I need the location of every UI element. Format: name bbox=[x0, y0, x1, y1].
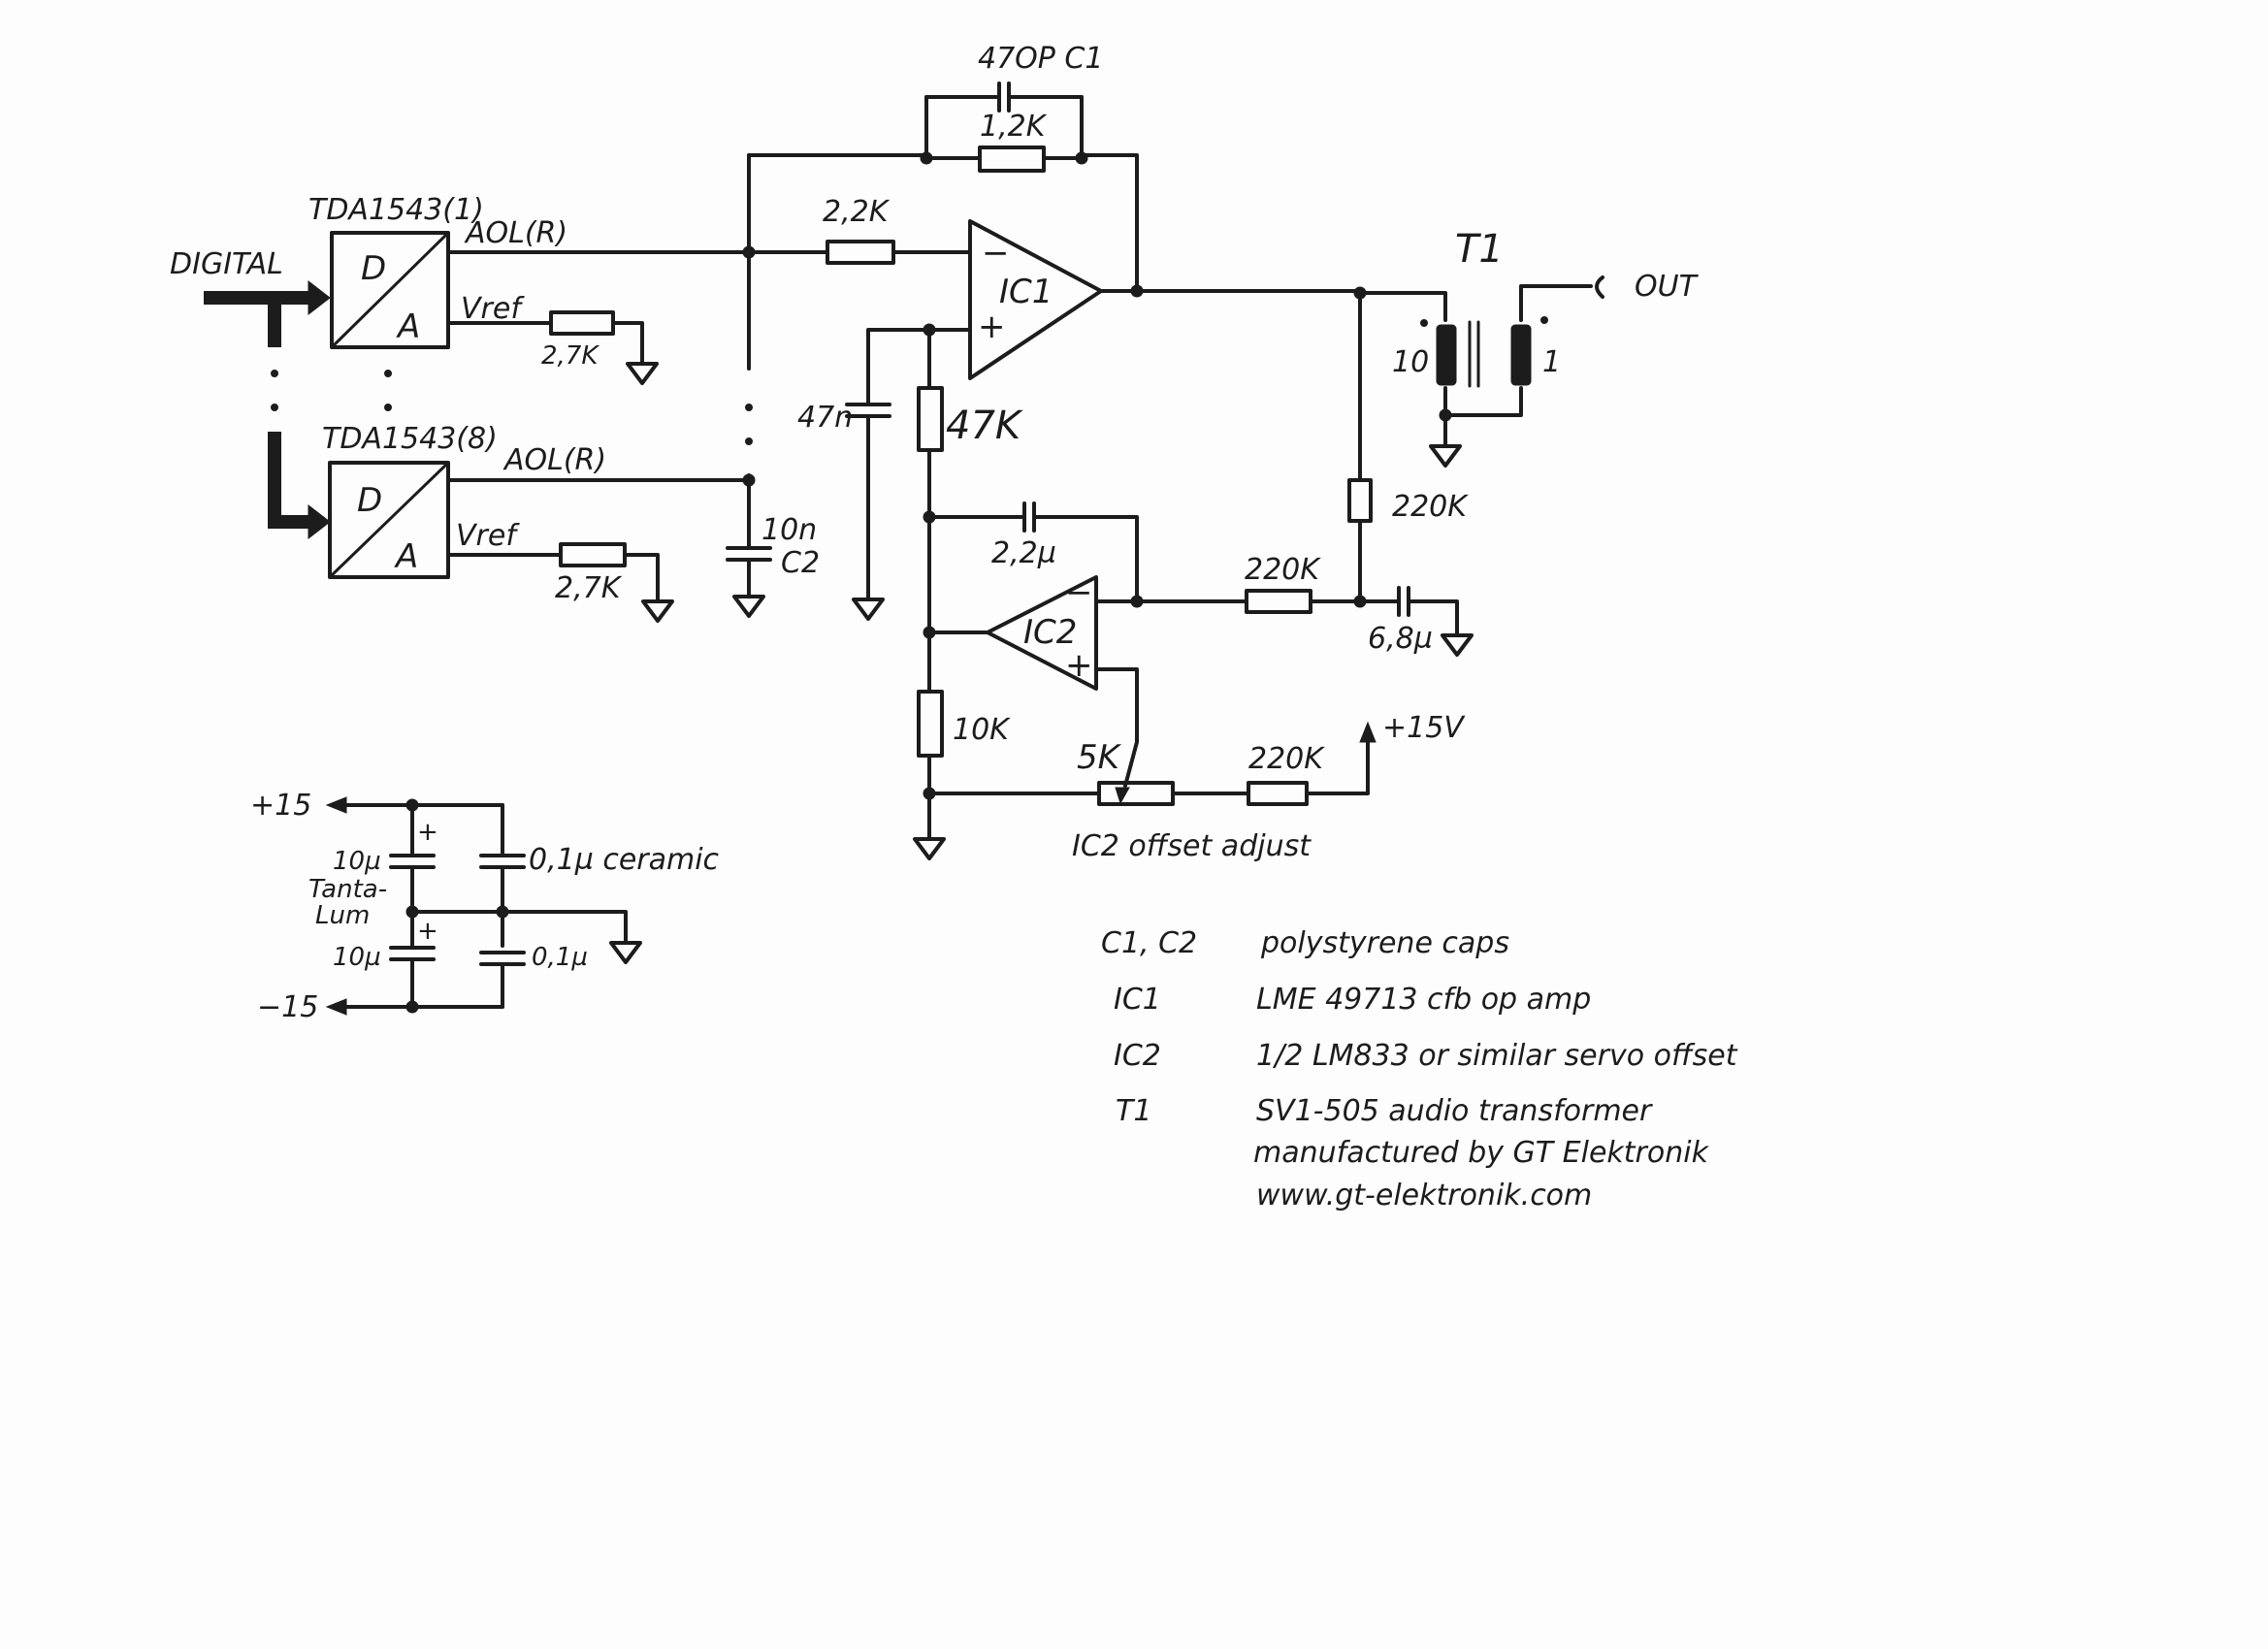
dac-2-vref-resistor-label: 2,7K bbox=[555, 571, 623, 605]
output-resistor-label: 220K bbox=[1392, 490, 1469, 524]
ic1-minus-label: − bbox=[982, 234, 1010, 273]
supply-positive-label: +15 bbox=[250, 789, 311, 823]
tantalum-bottom-polarity: + bbox=[417, 917, 438, 946]
tantalum-name-2: Lum bbox=[315, 901, 370, 930]
tantalum-top-polarity: + bbox=[417, 818, 438, 847]
parts-ref-3: IC2 bbox=[1114, 1039, 1161, 1073]
dac-1-vref-label: Vref bbox=[461, 292, 525, 326]
parts-ref-2: IC1 bbox=[1114, 983, 1161, 1017]
servo-resistor-label: 220K bbox=[1245, 553, 1321, 587]
ground-10k bbox=[913, 827, 946, 860]
parts-ref-1: C1, C2 bbox=[1101, 926, 1197, 960]
tantalum-bottom-value: 10µ bbox=[333, 943, 381, 972]
maker-line-2: www.gt-elektronik.com bbox=[1256, 1179, 1592, 1212]
feedback-resistor-1k2 bbox=[978, 146, 1046, 173]
dac-2-label: TDA1543(8) bbox=[322, 422, 498, 456]
parts-desc-4: SV1-505 audio transformer bbox=[1256, 1094, 1653, 1128]
ic2-opamp bbox=[986, 575, 1098, 691]
ic1-label: IC1 bbox=[999, 273, 1053, 311]
ground-supply bbox=[609, 941, 642, 964]
digital-bus bbox=[204, 279, 331, 540]
parts-desc-1: polystyrene caps bbox=[1260, 926, 1509, 960]
offset-adjust-note: IC2 offset adjust bbox=[1072, 829, 1312, 863]
dac-1-vref-resistor-label: 2,7K bbox=[541, 341, 599, 371]
ic2-label: IC2 bbox=[1023, 613, 1077, 652]
dac-2-d-label: D bbox=[357, 481, 382, 520]
supply-negative-label: −15 bbox=[257, 990, 318, 1024]
dac-1-d-label: D bbox=[361, 249, 386, 288]
potentiometer-label: 5K bbox=[1077, 738, 1122, 777]
resistor-47k bbox=[917, 386, 944, 452]
offset-potentiometer-5k bbox=[1097, 781, 1175, 806]
c2-name-label: C2 bbox=[781, 546, 820, 580]
dac-1-aol-label: AOL(R) bbox=[464, 216, 567, 250]
dac-2-aol-label: AOL(R) bbox=[502, 443, 606, 477]
ground-t1 bbox=[1429, 435, 1462, 468]
ceramic-top-label: 0,1µ ceramic bbox=[529, 843, 720, 877]
bias-resistor-220k bbox=[1247, 781, 1309, 806]
dac-1-vref-resistor bbox=[549, 310, 615, 336]
ground-dac-1 bbox=[626, 352, 659, 385]
capacitor-47n-label: 47n bbox=[797, 401, 853, 435]
maker-line-1: manufactured by GT Elektronik bbox=[1253, 1136, 1710, 1170]
resistor-47k-label: 47K bbox=[946, 404, 1023, 448]
ic2-minus-label: − bbox=[1065, 573, 1093, 612]
tantalum-name-1: Tanta- bbox=[308, 875, 387, 904]
parts-desc-2: LME 49713 cfb op amp bbox=[1256, 983, 1591, 1017]
ic1-opamp bbox=[968, 219, 1103, 380]
output-label: OUT bbox=[1635, 270, 1700, 304]
dac-1-a-label: A bbox=[396, 307, 420, 346]
digital-label: DIGITAL bbox=[170, 247, 283, 281]
output-resistor-220k bbox=[1347, 478, 1373, 523]
vplus-label: +15V bbox=[1382, 711, 1466, 745]
transformer-t1 bbox=[1436, 320, 1532, 388]
tantalum-top-value: 10µ bbox=[333, 847, 381, 876]
dac-2-a-label: A bbox=[394, 537, 418, 576]
ic1-plus-label: + bbox=[978, 307, 1006, 346]
capacitor-6u8-label: 6,8µ bbox=[1368, 622, 1433, 656]
capacitor-2u2-label: 2,2µ bbox=[991, 536, 1056, 570]
t1-label: T1 bbox=[1455, 227, 1504, 272]
dac-2-vref-label: Vref bbox=[456, 519, 520, 553]
bias-resistor-label: 220K bbox=[1248, 742, 1325, 776]
dac-2 bbox=[328, 461, 450, 579]
resistor-10k-label: 10K bbox=[953, 713, 1011, 747]
dac-2-vref-resistor bbox=[559, 542, 627, 567]
dac-1 bbox=[330, 231, 450, 349]
c2-value-label: 10n bbox=[761, 513, 817, 547]
dac-1-label: TDA1543(1) bbox=[308, 193, 484, 227]
ic2-plus-label: + bbox=[1065, 646, 1093, 685]
ground-6u8 bbox=[1441, 624, 1474, 657]
ceramic-bottom-label: 0,1µ bbox=[532, 943, 588, 972]
feedback-resistor-label: 1,2K bbox=[980, 110, 1048, 144]
parts-ref-4: T1 bbox=[1116, 1094, 1151, 1128]
ground-c2 bbox=[732, 585, 765, 618]
ground-47n bbox=[852, 588, 885, 621]
input-resistor-2k2 bbox=[826, 240, 895, 265]
resistor-10k bbox=[917, 690, 944, 758]
t1-secondary-ratio: 1 bbox=[1542, 345, 1561, 379]
ground-dac-2 bbox=[641, 590, 674, 623]
c1-label: 47OP C1 bbox=[978, 42, 1103, 76]
input-resistor-label: 2,2K bbox=[823, 195, 891, 229]
t1-primary-ratio: 10 bbox=[1392, 345, 1429, 379]
parts-desc-3: 1/2 LM833 or similar servo offset bbox=[1256, 1039, 1738, 1073]
servo-resistor-220k bbox=[1245, 589, 1312, 614]
